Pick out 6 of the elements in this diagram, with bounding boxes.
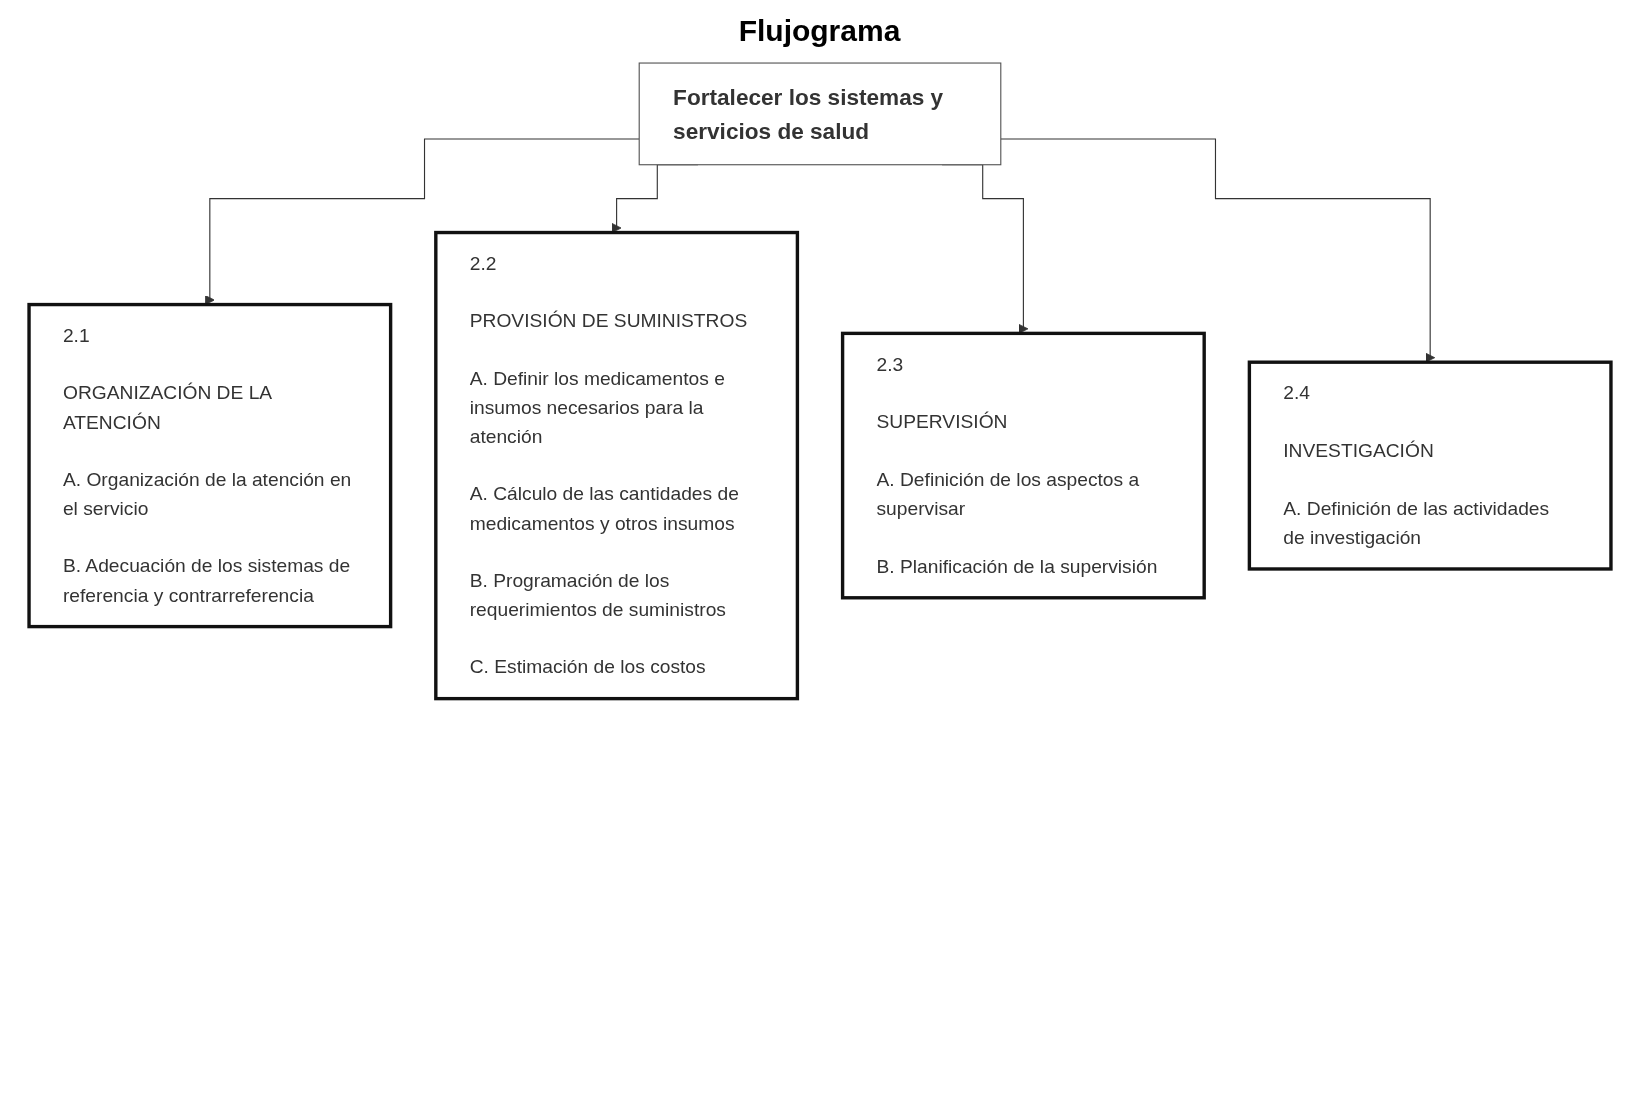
node-box: 2.2 PROVISIÓN DE SUMINISTROS A. Definir los medicamentos e insumos necesarios para la atención A. Cálculo de las cantidades de medicamentos y otros insumos B. Programación de los requerimientos de suministros C. Estimación de los costos [433,230,799,701]
node-box: 2.3 SUPERVISIÓN A. Definición de los aspectos a supervisar B. Planificación de la supervisión [840,331,1206,600]
node-box: 2.4 INVESTIGACIÓN A. Definición de las actividades de investigación [1247,360,1613,571]
diagram-title: Flujograma [737,14,902,48]
node-box: 2.1 ORGANIZACIÓN DE LA ATENCIÓN A. Organización de la atención en el servicio B. Adecuación de los sistemas de referencia y contrarreferencia [26,302,392,629]
node-box: Fortalecer los sistemas y servicios de salud [638,62,1001,166]
